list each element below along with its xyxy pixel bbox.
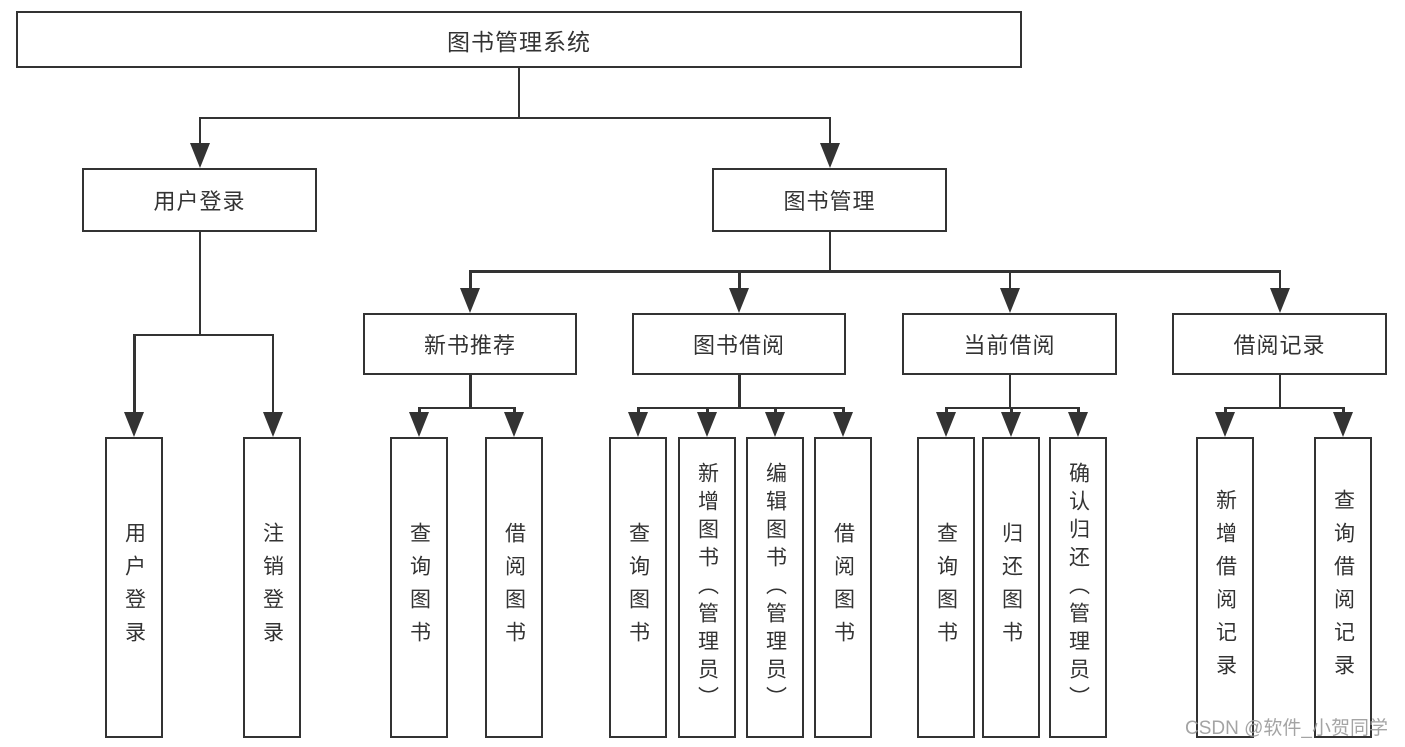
leaf-borrow-edit-books-admin-label: 编辑图书（管理员） — [763, 461, 787, 714]
leaf-logout: 注销登录 — [243, 437, 301, 738]
node-new-book-recommend-label: 新书推荐 — [423, 333, 516, 358]
node-book-borrow-label: 图书借阅 — [692, 333, 785, 358]
connector-drop — [774, 406, 777, 415]
node-borrow-records: 借阅记录 — [1172, 313, 1387, 375]
leaf-borrow-borrow-books: 借阅图书 — [814, 437, 872, 738]
arrow-down-icon — [1001, 412, 1021, 437]
connector-login-bar — [133, 333, 274, 336]
leaf-current-return-books: 归还图书 — [982, 437, 1040, 738]
connector-drop-book-borrow — [738, 270, 741, 290]
node-book-borrow: 图书借阅 — [632, 313, 846, 375]
leaf-records-add-record: 新增借阅记录 — [1196, 437, 1254, 738]
arrow-down-icon — [697, 412, 717, 437]
leaf-borrow-query-books: 查询图书 — [609, 437, 667, 738]
arrow-down-icon — [936, 412, 956, 437]
arrow-down-icon — [833, 412, 853, 437]
connector-level1-bar — [198, 116, 831, 119]
arrow-down-icon — [1215, 412, 1235, 437]
leaf-recommend-query-books-label: 查询图书 — [407, 521, 431, 654]
leaf-borrow-borrow-books-label: 借阅图书 — [831, 521, 855, 654]
connector-drop-borrow-records — [1278, 270, 1281, 290]
connector-drop-user-login — [198, 116, 201, 144]
connector-mgmt-stem — [828, 232, 831, 272]
arrow-down-icon — [190, 143, 210, 168]
leaf-current-confirm-return-admin: 确认归还（管理员） — [1049, 437, 1107, 738]
connector-level2-bar — [469, 270, 1281, 273]
leaf-borrow-add-books-admin: 新增图书（管理员） — [678, 437, 736, 738]
arrow-down-icon — [765, 412, 785, 437]
leaf-recommend-query-books: 查询图书 — [390, 437, 448, 738]
leaf-logout-label: 注销登录 — [260, 521, 284, 654]
connector-group-bar-book-borrow — [637, 406, 844, 409]
leaf-records-query-record-label: 查询借阅记录 — [1331, 488, 1355, 687]
leaf-user-login: 用户登录 — [105, 437, 163, 738]
connector-current-borrow-stem — [1008, 375, 1011, 408]
arrow-down-icon — [1333, 412, 1353, 437]
leaf-recommend-borrow-books: 借阅图书 — [485, 437, 543, 738]
connector-drop-book-mgmt — [828, 116, 831, 144]
leaf-records-add-record-label: 新增借阅记录 — [1213, 488, 1237, 687]
connector-drop — [945, 406, 948, 415]
connector-root-stem — [517, 68, 521, 118]
node-root-system-label: 图书管理系统 — [447, 28, 591, 55]
connector-drop — [418, 406, 421, 415]
connector-drop-new-books — [469, 270, 472, 290]
leaf-current-query-books-label: 查询图书 — [934, 521, 958, 654]
node-user-login-label: 用户登录 — [153, 189, 246, 214]
arrow-down-icon — [1068, 412, 1088, 437]
arrow-down-icon — [628, 412, 648, 437]
connector-book-borrow-stem — [738, 375, 741, 408]
arrow-down-icon — [460, 288, 480, 313]
connector-drop — [842, 406, 845, 415]
connector-drop — [706, 406, 709, 415]
node-new-book-recommend: 新书推荐 — [363, 313, 577, 375]
node-current-borrow-label: 当前借阅 — [963, 333, 1056, 358]
connector-drop — [1342, 406, 1345, 415]
connector-group-bar-borrow-records — [1224, 406, 1344, 409]
node-book-management-label: 图书管理 — [783, 189, 876, 214]
arrow-down-icon — [729, 288, 749, 313]
node-borrow-records-label: 借阅记录 — [1233, 333, 1326, 358]
leaf-recommend-borrow-books-label: 借阅图书 — [502, 521, 526, 654]
connector-drop — [1077, 406, 1080, 415]
leaf-records-query-record: 查询借阅记录 — [1314, 437, 1372, 738]
node-user-login: 用户登录 — [82, 168, 317, 232]
connector-drop — [637, 406, 640, 415]
connector-drop-leaf-login — [133, 333, 136, 414]
connector-borrow-records-stem — [1278, 375, 1281, 408]
connector-login-stem — [198, 232, 201, 335]
leaf-current-query-books: 查询图书 — [917, 437, 975, 738]
arrow-down-icon — [262, 412, 283, 437]
leaf-borrow-query-books-label: 查询图书 — [626, 521, 650, 654]
connector-drop — [513, 406, 516, 415]
leaf-current-return-books-label: 归还图书 — [999, 521, 1023, 654]
connector-drop — [1010, 406, 1013, 415]
connector-drop — [1224, 406, 1227, 415]
leaf-user-login-label: 用户登录 — [122, 521, 146, 654]
arrow-down-icon — [124, 412, 144, 437]
arrow-down-icon — [820, 143, 840, 168]
connector-drop-current-borrow — [1008, 270, 1011, 290]
node-current-borrow: 当前借阅 — [902, 313, 1117, 375]
arrow-down-icon — [409, 412, 429, 437]
arrow-down-icon — [999, 288, 1020, 313]
node-book-management: 图书管理 — [712, 168, 947, 232]
arrow-down-icon — [504, 412, 524, 437]
connector-new-books-stem — [469, 375, 472, 408]
connector-group-bar-new-books — [418, 406, 515, 409]
connector-drop-leaf-logout — [271, 333, 274, 414]
leaf-current-confirm-return-admin-label: 确认归还（管理员） — [1066, 461, 1090, 714]
leaf-borrow-add-books-admin-label: 新增图书（管理员） — [695, 461, 719, 714]
leaf-borrow-edit-books-admin: 编辑图书（管理员） — [746, 437, 804, 738]
node-root-system: 图书管理系统 — [16, 11, 1022, 68]
csdn-watermark: CSDN @软件_小贺同学 — [1185, 718, 1388, 739]
arrow-down-icon — [1269, 288, 1290, 313]
